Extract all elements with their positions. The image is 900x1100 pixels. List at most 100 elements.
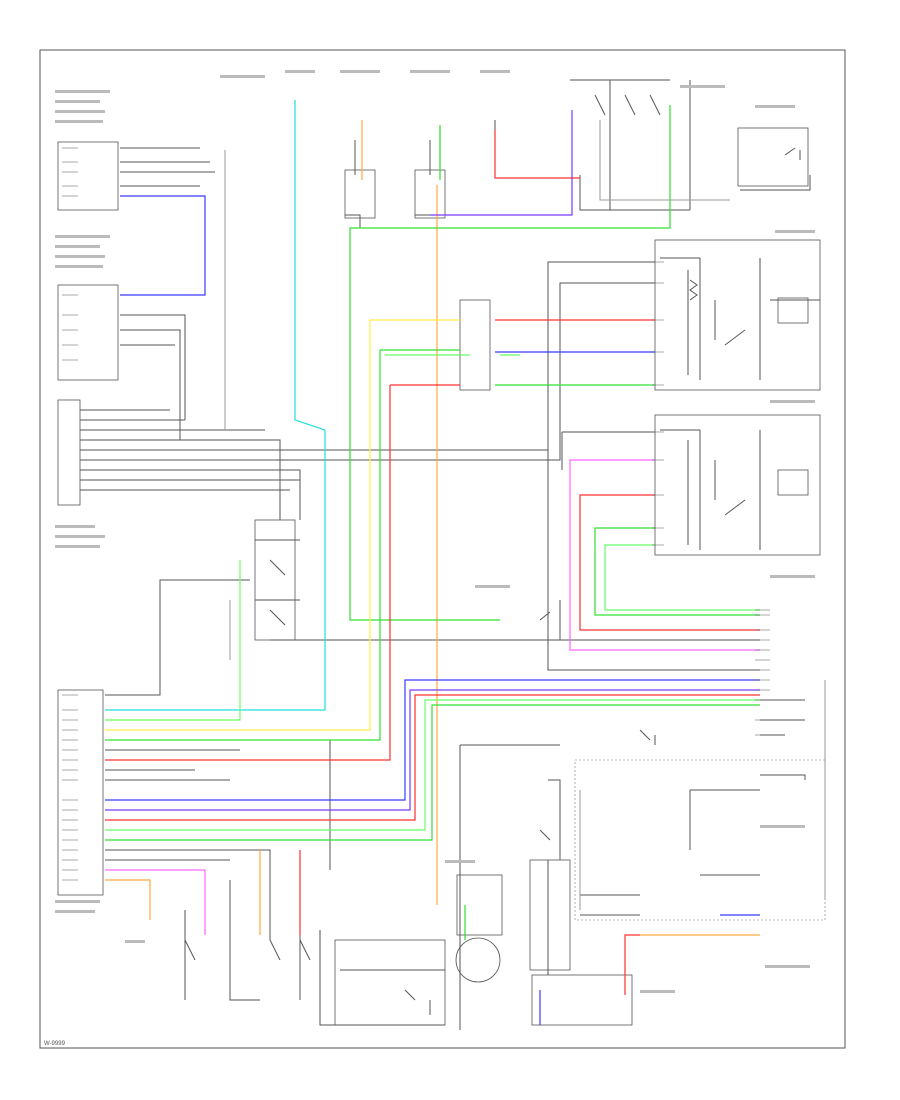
wire-blk-15 <box>547 779 561 975</box>
heater-coil-left <box>687 440 746 545</box>
wire-blk-8 <box>105 579 250 696</box>
wire-blk-11 <box>105 849 271 940</box>
label-mark <box>410 70 450 73</box>
wire-blk-16 <box>580 874 760 916</box>
label-mark <box>55 265 103 268</box>
wire-green-top <box>349 105 671 621</box>
wire-green-bus <box>105 704 760 841</box>
wire-blk-23 <box>660 429 761 550</box>
wire-blue-bus <box>105 679 760 801</box>
wire-green-mid <box>105 349 460 741</box>
wire-blk-20 <box>570 79 691 210</box>
relay-box-1 <box>344 169 376 219</box>
wire-red-top <box>494 130 580 179</box>
label-mark <box>55 525 95 528</box>
label-mark <box>760 825 805 828</box>
relay-symbols <box>184 94 820 1015</box>
pins-seat-heater <box>652 261 664 546</box>
label-mark <box>55 910 95 913</box>
wire-cyan <box>105 100 326 711</box>
wire-gray-3 <box>579 680 826 910</box>
wire-red-left <box>579 494 760 631</box>
wire-orange-low <box>105 850 261 935</box>
connector-pins <box>62 147 770 881</box>
black-wires <box>80 79 811 1030</box>
climate-control-unit <box>57 689 104 896</box>
label-mark <box>285 70 315 73</box>
wire-blk-24 <box>354 120 496 175</box>
wire-green-left <box>594 527 760 616</box>
gray-wires <box>224 120 826 910</box>
pins-left-mid <box>62 294 78 361</box>
heater-timer-box <box>459 299 491 391</box>
label-mark <box>55 110 105 113</box>
wire-pink-left <box>569 459 760 651</box>
wire-blk-2 <box>120 314 186 440</box>
bottom-relay-box <box>529 859 571 971</box>
label-mark <box>55 235 110 238</box>
heater-switch-box <box>737 127 809 187</box>
label-mark <box>475 585 510 588</box>
wire-blk-21 <box>740 175 811 191</box>
motor-symbol <box>455 937 501 983</box>
switch-contact-7 <box>539 829 561 860</box>
pins-right-connector <box>755 609 770 736</box>
label-mark <box>55 245 100 248</box>
switch-contact-3 <box>539 600 561 640</box>
wire-blk-13 <box>760 699 805 736</box>
footer-code: W-9999 <box>44 1041 66 1047</box>
label-mark <box>55 255 105 258</box>
label-mark <box>55 90 110 93</box>
wire-blk-7 <box>270 639 760 671</box>
label-mark <box>55 100 100 103</box>
wire-lightgreen-bus <box>105 699 760 831</box>
heater-block-left <box>777 469 809 496</box>
label-mark <box>55 120 103 123</box>
wire-blk-22 <box>660 257 761 380</box>
label-mark <box>755 105 795 108</box>
label-mark <box>770 575 815 578</box>
label-mark <box>680 85 725 88</box>
wire-gray-2 <box>599 120 730 201</box>
label-mark <box>770 400 815 403</box>
front-passenger-seat-connector <box>57 141 119 211</box>
wire-gray-1 <box>224 150 231 660</box>
wire-orange-main <box>361 120 438 905</box>
wire-blk-10 <box>105 769 230 781</box>
wire-blk-4 <box>80 282 655 520</box>
wire-blk-25 <box>345 214 440 228</box>
wire-blk-12 <box>459 744 560 1030</box>
label-mark <box>480 70 510 73</box>
heater-coil-right <box>687 270 698 375</box>
wire-violet-top <box>430 110 573 216</box>
seat-heater-left-box <box>654 414 821 556</box>
wire-blk-6 <box>561 431 655 470</box>
switch-contact-6 <box>404 989 431 1015</box>
label-mark <box>445 860 475 863</box>
wire-yellow <box>105 319 460 731</box>
wire-red-mid <box>105 384 460 761</box>
wire-blk-14 <box>689 774 806 850</box>
label-mark <box>55 545 100 548</box>
relay-mid-contacts <box>255 539 300 626</box>
wire-lightgreen <box>105 354 520 721</box>
wire-blk-3 <box>80 261 655 520</box>
wire-blk-19 <box>579 80 690 211</box>
switch-contact-5 <box>184 939 311 961</box>
label-mark <box>220 75 265 78</box>
front-passenger-seat-heater-connector <box>57 284 119 381</box>
label-mark <box>640 990 675 993</box>
wire-violet-bus <box>105 689 760 811</box>
pins-left-top <box>62 147 78 197</box>
colored-wires <box>105 100 760 1025</box>
wire-blk-1 <box>120 147 215 187</box>
relay-middle-box <box>254 519 296 641</box>
label-mark <box>765 965 810 968</box>
bottom-right-connector <box>531 974 633 1026</box>
switch-contact-4 <box>639 729 656 745</box>
wire-blue-topleft <box>120 195 206 296</box>
right-side-connector <box>574 759 826 921</box>
label-mark <box>125 940 145 943</box>
heater-block-right <box>777 297 809 324</box>
